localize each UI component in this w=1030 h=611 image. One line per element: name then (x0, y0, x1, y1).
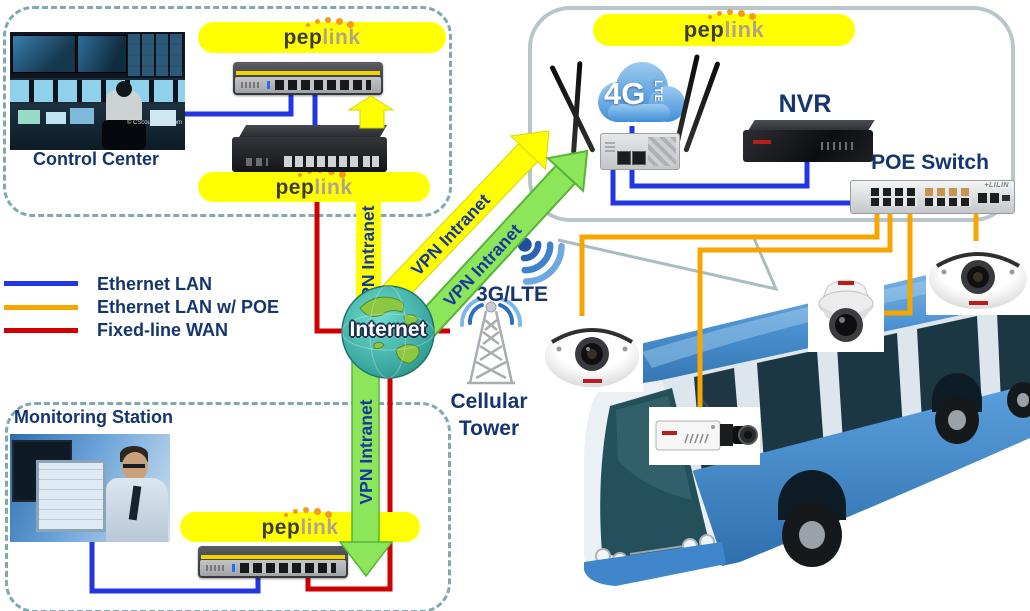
photo-credit: © CScoutJapan.com (126, 120, 182, 126)
dome-camera-mid (808, 272, 884, 352)
peplink-router-monitoring (198, 546, 348, 578)
cloud-4g-label: 4G (604, 76, 646, 111)
peplink-dots-icon (284, 506, 332, 518)
cellular-tower-icon (450, 297, 532, 388)
peplink-logo-pep: pep (683, 17, 725, 42)
cellular-label-line1: Cellular (450, 390, 528, 413)
peplink-dots-icon (306, 17, 354, 28)
control-center-group-box (3, 6, 452, 217)
cellular-tower-label: Cellular Tower (425, 388, 553, 442)
wall-screen (12, 35, 76, 73)
poe-switch-device: +LILIN (850, 180, 1015, 214)
peplink-4g-router (600, 133, 680, 170)
cellular-label-line2: Tower (458, 417, 520, 440)
peplink-router-control-center (233, 62, 383, 95)
box-camera (649, 407, 760, 465)
legend-label-ethernet-poe: Ethernet LAN w/ POE (97, 297, 280, 317)
wall-screen (77, 35, 127, 73)
peplink-banner-bottom: peplink (180, 506, 420, 542)
internet-label: Internet (349, 318, 427, 341)
wireless-signal-icon (506, 226, 566, 286)
peplink-logo-link: link (314, 175, 353, 199)
lan-line-4grouter-nvr (629, 161, 810, 189)
control-center-label: Control Center (33, 149, 159, 169)
wall-screen-grid (128, 34, 183, 76)
lan-line-monitor-router (89, 540, 261, 594)
core-switch-control-center (232, 125, 388, 172)
legend-label-fixed-wan: Fixed-line WAN (97, 320, 229, 340)
dome-camera-rear (926, 241, 1030, 315)
poe-line-camera-front (579, 210, 880, 318)
cellular-tech-label: 3G/LTE (476, 283, 548, 306)
internet-globe: Internet (340, 284, 436, 380)
cloud-lte-label: LTE (652, 80, 664, 103)
lan-line-controlroom-router (185, 95, 294, 117)
monitor-row (10, 78, 185, 104)
nvr-device (743, 120, 875, 162)
peplink-banner-top: peplink (198, 17, 446, 53)
vpn-label-vertical-green: VPN Intranet (356, 399, 376, 504)
peplink-logo-pep: pep (283, 26, 323, 49)
peplink-logo-pep: pep (261, 515, 301, 539)
legend-label-ethernet-lan: Ethernet LAN (97, 274, 213, 294)
wan-line-internet-monitoring (305, 338, 393, 592)
monitoring-station-photo (10, 434, 170, 542)
legend-line-ethernet-poe (4, 305, 78, 310)
dome-camera-front (542, 316, 643, 392)
yellow-up-arrow (347, 95, 395, 129)
peplink-dots-icon (708, 9, 756, 20)
vpn-arrowhead-green (338, 541, 394, 578)
vpn-label-vertical-yellow: VPN Intranet (358, 205, 378, 310)
peplink-logo-link: link (300, 515, 339, 539)
4g-lte-cloud-icon: 4G LTE (588, 58, 688, 132)
peplink-logo-link: link (322, 26, 361, 49)
control-center-photo: © CScoutJapan.com (10, 32, 185, 150)
legend-line-ethernet-lan (4, 281, 78, 286)
poe-switch-brand: +LILIN (984, 182, 1009, 189)
lan-line-4grouter-poeswitch (610, 166, 851, 206)
poe-line-camera-box (697, 210, 893, 409)
peplink-logo-pep: pep (275, 175, 315, 199)
nvr-label: NVR (778, 90, 832, 118)
poe-line-camera-mid (882, 210, 913, 316)
monitoring-station-label: Monitoring Station (14, 407, 173, 427)
peplink-logo-link: link (724, 17, 765, 42)
legend-line-fixed-wan (4, 328, 78, 333)
peplink-banner-vehicle: peplink (593, 9, 855, 46)
poe-switch-label: POE Switch (871, 151, 989, 174)
monitor-front (36, 460, 106, 532)
